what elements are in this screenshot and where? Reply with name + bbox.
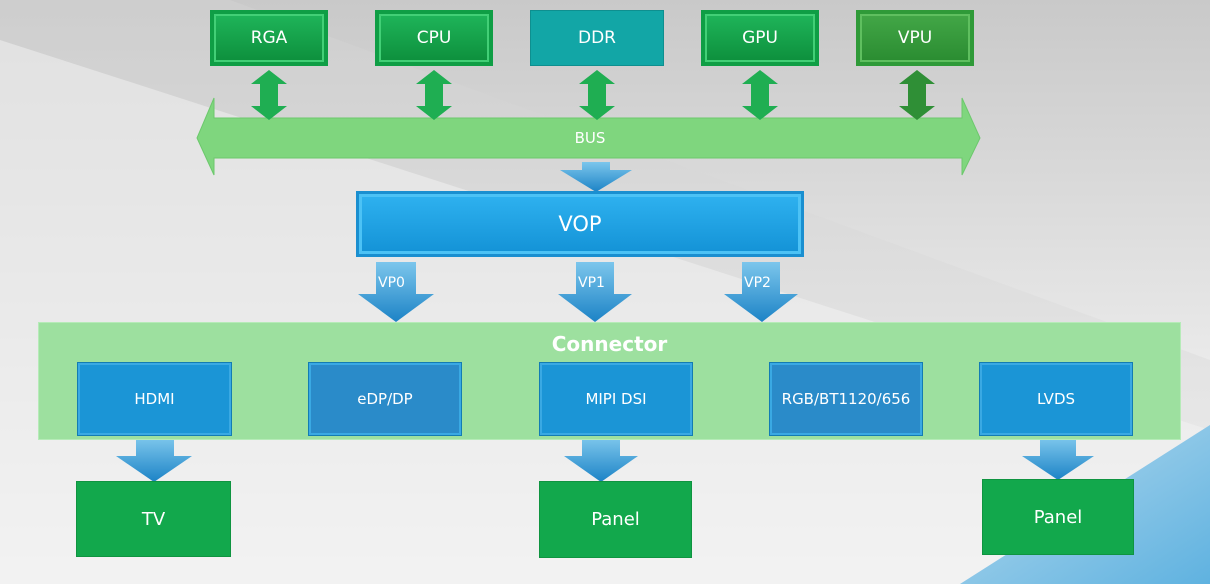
block-vpu: VPU bbox=[856, 10, 974, 66]
block-vpu-label: VPU bbox=[897, 28, 933, 48]
output-tv-label: TV bbox=[141, 508, 166, 530]
output-panel-2: Panel bbox=[982, 479, 1134, 555]
output-panel-1-label: Panel bbox=[591, 509, 640, 530]
double-arrow-vpu bbox=[899, 70, 935, 120]
output-panel-1: Panel bbox=[539, 481, 692, 558]
output-tv: TV bbox=[76, 481, 231, 557]
block-cpu: CPU bbox=[375, 10, 493, 66]
double-arrow-cpu bbox=[416, 70, 452, 120]
vp0-arrow bbox=[358, 262, 434, 322]
block-rga: RGA bbox=[210, 10, 328, 66]
vp1-label: VP1 bbox=[578, 275, 605, 291]
double-arrow-rga bbox=[251, 70, 287, 120]
interface-mipi-label: MIPI DSI bbox=[585, 390, 647, 408]
interface-lvds: LVDS bbox=[979, 362, 1133, 436]
lvds-to-panel-arrow bbox=[1022, 438, 1094, 480]
vp2-label: VP2 bbox=[744, 275, 771, 291]
double-arrow-ddr bbox=[579, 70, 615, 120]
bus-arrow bbox=[196, 97, 981, 176]
double-arrow-gpu bbox=[742, 70, 778, 120]
output-panel-2-label: Panel bbox=[1033, 506, 1083, 528]
bus-to-vop-arrow bbox=[560, 162, 632, 192]
mipi-to-panel-arrow bbox=[564, 438, 638, 482]
block-ddr-label: DDR bbox=[578, 28, 616, 48]
interface-edp-label: eDP/DP bbox=[357, 390, 413, 408]
vop-block: VOP bbox=[356, 191, 804, 257]
interface-rgb: RGB/BT1120/656 bbox=[769, 362, 923, 436]
bus-label: BUS bbox=[574, 129, 606, 147]
block-gpu: GPU bbox=[701, 10, 819, 66]
vp0-label: VP0 bbox=[378, 275, 405, 291]
vop-label: VOP bbox=[558, 212, 602, 236]
interface-hdmi: HDMI bbox=[77, 362, 232, 436]
block-rga-label: RGA bbox=[250, 28, 288, 48]
interface-lvds-label: LVDS bbox=[1036, 390, 1076, 408]
interface-hdmi-label: HDMI bbox=[134, 390, 175, 408]
vp1-arrow bbox=[558, 262, 632, 322]
vp2-arrow bbox=[724, 262, 798, 322]
block-cpu-label: CPU bbox=[416, 28, 452, 48]
block-ddr: DDR bbox=[530, 10, 664, 66]
hdmi-to-tv-arrow bbox=[116, 438, 192, 482]
interface-rgb-label: RGB/BT1120/656 bbox=[781, 390, 911, 408]
interface-mipi-dsi: MIPI DSI bbox=[539, 362, 693, 436]
interface-edp: eDP/DP bbox=[308, 362, 462, 436]
connector-title: Connector bbox=[551, 332, 668, 356]
block-gpu-label: GPU bbox=[742, 28, 778, 48]
